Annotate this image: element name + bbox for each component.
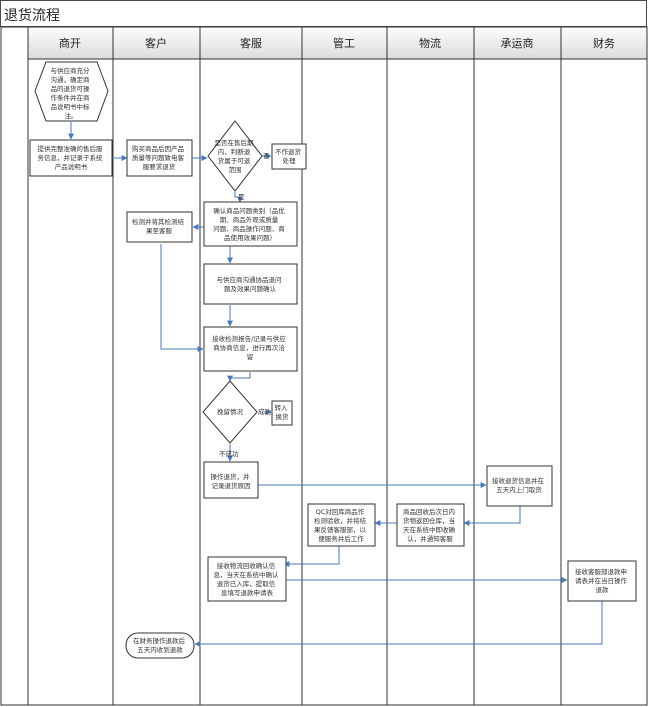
node-switch-to-exchange: 转入 换货 xyxy=(271,400,293,426)
svg-text:是否在售后期 内，判断退 货属于可退: 是否在售后期 内，判断退 货属于可退 范围 xyxy=(214,138,255,174)
svg-text:QC对回库商品作 检测验收，并将结: QC对回库商品作 检测验收，并将结 果反馈客服部，以 便服务并后工作 xyxy=(314,507,368,543)
node-supplier-confirmation: 与供应商沟通协品退问 题及效果问题确认 xyxy=(203,263,298,305)
edge-label-no: 否 xyxy=(263,152,270,160)
lane-header-qc: 管工 xyxy=(333,36,355,50)
svg-text:不作退货 处理: 不作退货 处理 xyxy=(275,147,303,165)
node-refund-received: 在财务操作退款后 五天内收到退款 xyxy=(125,632,195,659)
svg-text:提供完整准确的售后服 务信息，并记录于系统: 提供完整准确的售后服 务信息，并记录于系统 产品说明书 xyxy=(37,144,104,171)
svg-text:检测并将其检测结 果至客服: 检测并将其检测结 果至客服 xyxy=(132,217,186,235)
svg-text:确认商品问题类别（品优 期、商品外观或质量: 确认商品问题类别（品优 期、商品外观或质量 问题、商品操作问题、商 品使用效果问… xyxy=(213,206,287,242)
node-receive-report-retain: 接收检测报告/记录与供应 商协商信息，进行再次洽 留 xyxy=(203,326,298,372)
node-provide-service-info: 提供完整准确的售后服 务信息，并记录于系统 产品说明书 xyxy=(29,139,113,177)
node-refund-application: 接收物流回收确认信 息，当天在系统中确认 退货已入库，提取信 息填写退款申请表 xyxy=(207,556,287,602)
svg-text:与供应商充分 沟通，确定商 品的退货: 与供应商充分 沟通，确定商 品的退货可操 作条件并在商 品说明书中标 注。 xyxy=(50,66,91,120)
node-warranty-decision: 是否在售后期 内，判断退 货属于可退 范围 xyxy=(207,120,263,192)
connectors xyxy=(68,122,603,647)
node-qc-inspection: QC对回库商品作 检测验收，并将结 果反馈客服部，以 便服务并后工作 xyxy=(307,503,376,547)
node-confirm-problem-type: 确认商品问题类别（品优 期、商品外观或质量 问题、商品操作问题、商 品使用效果问… xyxy=(203,201,298,247)
edge-label-success: 成功 xyxy=(258,407,272,416)
node-no-return: 不作退货 处理 xyxy=(271,143,307,170)
node-customer-inspection: 检测并将其检测结 果至客服 xyxy=(126,211,193,243)
node-finance-refund: 接收客服部退款申 请表并在当日操作 退款 xyxy=(567,560,637,602)
svg-text:操作退货，并 记录退货原因: 操作退货，并 记录退货原因 xyxy=(210,472,251,490)
page-title: 退货流程 xyxy=(4,8,60,24)
node-supplier-agreement: 与供应商充分 沟通，确定商 品的退货可操 作条件并在商 品说明书中标 注。 xyxy=(34,61,109,122)
node-carrier-pickup: 接收退货信息并在 五天内上门取货 xyxy=(486,465,553,507)
edge-label-fail: 不成功 xyxy=(219,449,239,458)
node-process-return: 操作退货，并 记录退货原因 xyxy=(203,461,259,499)
svg-text:商品回收后次日内 货物返回仓库，当: 商品回收后次日内 货物返回仓库，当 天在系统中即收确 认，并通知客服 xyxy=(403,507,457,543)
svg-text:转入 换货: 转入 换货 xyxy=(274,403,289,421)
lane-header-merchant: 商开 xyxy=(59,36,81,50)
lane-header-customer: 客户 xyxy=(145,36,167,50)
node-logistics-warehouse: 商品回收后次日内 货物返回仓库，当 天在系统中即收确 认，并通知客服 xyxy=(396,503,465,547)
lane-header-customer-service: 客服 xyxy=(240,36,262,50)
svg-text:接收检测报告/记录与供应 商协商信息，进行再次洽: 接收检测报告/记录与供应 商协商信息，进行再次洽 留 xyxy=(212,334,288,361)
lane-header-logistics: 物流 xyxy=(419,36,441,50)
svg-text:接收退货信息并在 五天内上门取货: 接收退货信息并在 五天内上门取货 xyxy=(492,476,546,494)
node-retention-decision: 挽留情况 xyxy=(202,380,258,444)
lane-header-carrier: 承运商 xyxy=(501,36,534,50)
lane-header-finance: 财务 xyxy=(593,36,615,50)
node-customer-return-request: 购买商品后因产品 质量等问题致电客 服要求退货 xyxy=(126,139,193,177)
svg-text:购买商品后因产品 质量等问题致电客: 购买商品后因产品 质量等问题致电客 服要求退货 xyxy=(132,144,186,171)
svg-text:接收物流回收确认信 息，当天在系统中确认: 接收物流回收确认信 息，当天在系统中确认 退货已入库，提取信 息填写退款申请表 xyxy=(213,561,280,597)
edge-label-yes: 是 xyxy=(238,193,245,201)
swimlane-frame xyxy=(0,26,648,706)
svg-text:在财务操作退款后 五天内收到退款: 在财务操作退款后 五天内收到退款 xyxy=(133,636,187,654)
title-bar: 退货流程 xyxy=(0,0,647,27)
svg-text:接收客服部退款申 请表并在当日操作: 接收客服部退款申 请表并在当日操作 退款 xyxy=(575,567,629,594)
svg-text:与供应商沟通协品退问 题及效果问题确认: 与供应商沟通协品退问 题及效果问题确认 xyxy=(216,275,283,293)
svg-text:挽留情况: 挽留情况 xyxy=(217,407,244,416)
